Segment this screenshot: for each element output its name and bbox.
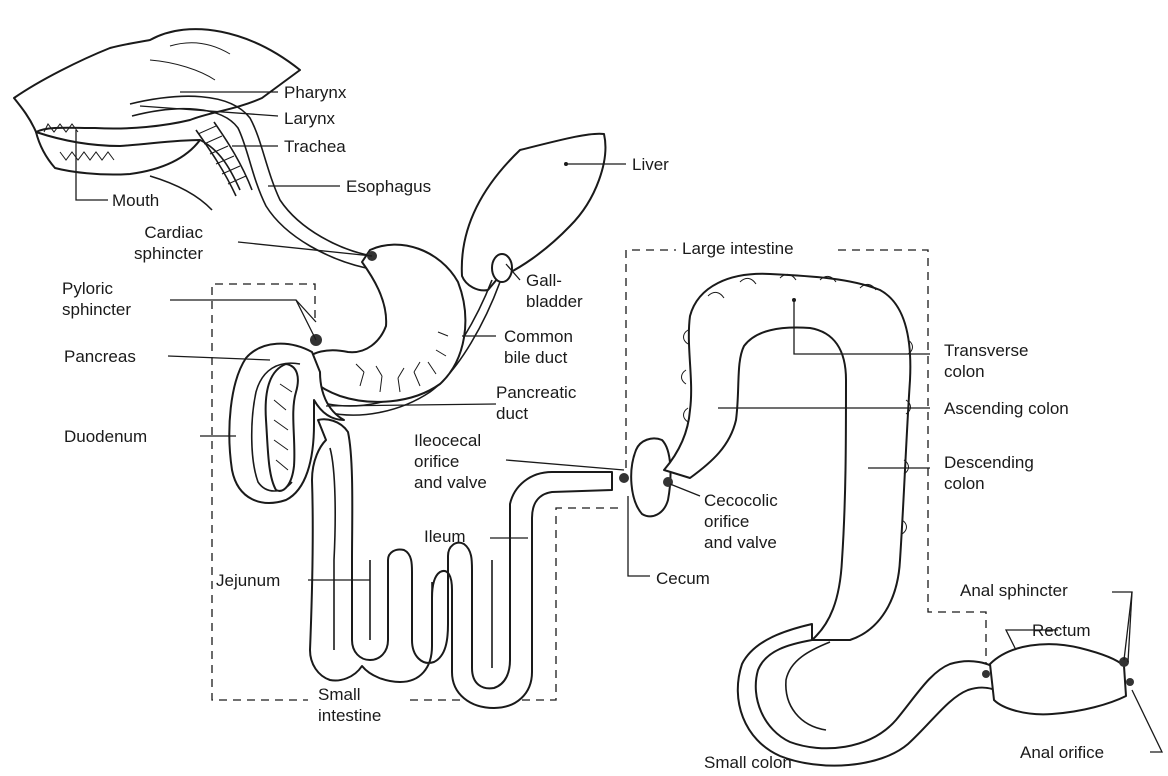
label-pancreatic-duct: Pancreatic duct [496, 382, 576, 424]
label-large-intestine: Large intestine [682, 238, 794, 259]
small-colon [738, 624, 1010, 766]
label-small-intestine: Small intestine [318, 684, 381, 726]
rectum [990, 644, 1126, 714]
label-jejunum: Jejunum [216, 570, 280, 591]
label-esophagus: Esophagus [346, 176, 431, 197]
label-descending-colon: Descending colon [944, 452, 1034, 494]
trachea [196, 122, 252, 196]
label-ascending-colon: Ascending colon [944, 398, 1069, 419]
label-transverse-colon: Transverse colon [944, 340, 1028, 382]
label-cecum: Cecum [656, 568, 710, 589]
label-small-colon: Small colon [704, 752, 792, 773]
label-trachea: Trachea [284, 136, 346, 157]
label-anal-sphincter: Anal sphincter [960, 580, 1068, 601]
label-duodenum: Duodenum [64, 426, 147, 447]
label-pyloric-sphincter: Pyloric sphincter [62, 278, 131, 320]
label-anal-orifice: Anal orifice [1020, 742, 1104, 763]
label-gallbladder: Gall- bladder [526, 270, 583, 312]
label-cardiac-sphincter: Cardiac sphincter [134, 222, 203, 264]
cecocolic-valve [663, 477, 673, 487]
liver [462, 134, 606, 291]
cecum [631, 438, 670, 516]
ileocecal-valve [619, 473, 629, 483]
label-pancreas: Pancreas [64, 346, 136, 367]
label-liver: Liver [632, 154, 669, 175]
label-ileocecal-orifice: Ileocecal orifice and valve [414, 430, 487, 493]
label-mouth: Mouth [112, 190, 159, 211]
pancreas [266, 364, 298, 491]
label-larynx: Larynx [284, 108, 335, 129]
label-ileum: Ileum [424, 526, 466, 547]
label-pharynx: Pharynx [284, 82, 346, 103]
small-colon-sphincter [982, 670, 990, 678]
label-cecocolic-orifice: Cecocolic orifice and valve [704, 490, 778, 553]
stomach [300, 245, 465, 402]
label-rectum: Rectum [1032, 620, 1091, 641]
label-common-bile-duct: Common bile duct [504, 326, 573, 368]
anal-orifice [1126, 678, 1134, 686]
